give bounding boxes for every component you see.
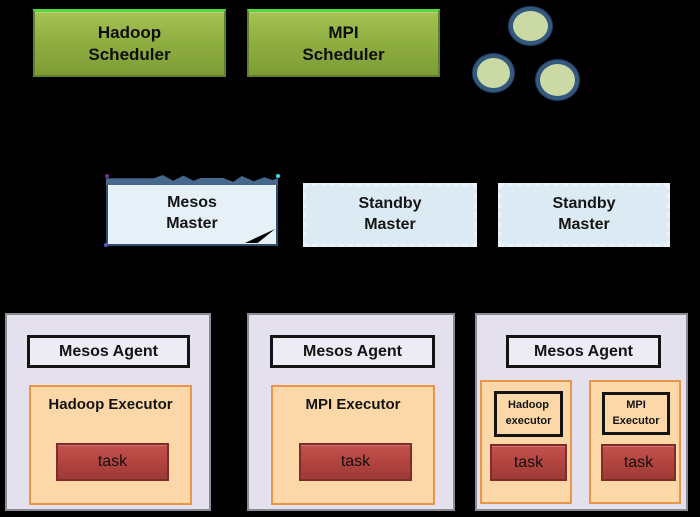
master-top-decoration xyxy=(106,175,278,185)
hadoop-scheduler-box: Hadoop Scheduler xyxy=(33,9,226,77)
hadoop-executor-box: Hadoop executor task xyxy=(480,380,572,504)
mpi-executor-box: MPI Executor task xyxy=(271,385,435,505)
executor-label: Hadoop Executor xyxy=(48,396,173,413)
task-box: task xyxy=(601,444,676,481)
task-box: task xyxy=(56,443,169,481)
standby-master-box: Standby Master xyxy=(303,183,477,247)
zookeeper-node-icon xyxy=(473,54,514,92)
mpi-executor-box: MPI Executor task xyxy=(589,380,681,504)
hadoop-executor-box: Hadoop Executor task xyxy=(29,385,192,505)
arrowhead-icon xyxy=(551,295,579,314)
mesos-agent-box: Mesos Agent Hadoop executor task MPI Exe… xyxy=(475,313,688,511)
mpi-scheduler-box: MPI Scheduler xyxy=(247,9,440,77)
mesos-agent-box: Mesos Agent Hadoop Executor task xyxy=(5,313,211,511)
zookeeper-node-icon xyxy=(536,60,579,100)
executor-label: MPI Executor xyxy=(305,396,401,413)
mesos-agent-title: Mesos Agent xyxy=(270,335,435,368)
mesos-agent-title: Mesos Agent xyxy=(506,335,661,368)
executor-label: MPI Executor xyxy=(602,392,670,435)
task-box: task xyxy=(490,444,567,481)
mesos-master-box: Mesos Master xyxy=(104,174,280,247)
handle-dot xyxy=(104,243,108,247)
standby-master-box: Standby Master xyxy=(498,183,670,247)
handle-dot xyxy=(105,174,109,178)
mesos-agent-title: Mesos Agent xyxy=(27,335,190,368)
zookeeper-node-icon xyxy=(509,7,552,45)
handle-dot xyxy=(276,174,280,178)
mesos-agent-box: Mesos Agent MPI Executor task xyxy=(247,313,455,511)
executor-label: Hadoop executor xyxy=(494,391,563,437)
arrow-swoosh-icon xyxy=(245,229,275,243)
task-box: task xyxy=(299,443,412,481)
mesos-master-label: Mesos Master xyxy=(166,194,218,232)
